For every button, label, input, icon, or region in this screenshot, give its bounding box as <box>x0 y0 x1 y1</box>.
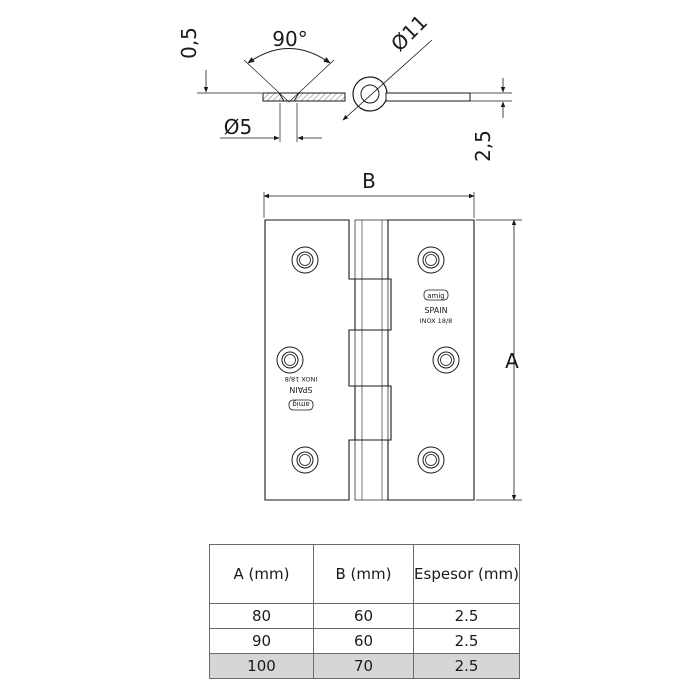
angle-leg-left <box>243 59 290 103</box>
cell-thickness: 2.5 <box>413 628 520 654</box>
hinge-technical-drawing: 0,5 90° Ø11 Ø5 2,5 B A <box>177 10 522 501</box>
plate-thickness-label: 2,5 <box>471 130 495 162</box>
width-label: B <box>362 169 376 193</box>
table-row: 80 60 2.5 <box>209 603 520 629</box>
front-view: B A <box>263 169 522 501</box>
knuckle-barrel <box>354 219 389 501</box>
screw-hole-right-middle <box>432 346 460 374</box>
angle-label: 90° <box>272 27 307 51</box>
header-b: B (mm) <box>313 544 414 604</box>
pin-diameter-label: Ø11 <box>386 10 432 56</box>
left-plate-section <box>262 92 346 102</box>
table-row: 90 60 2.5 <box>209 628 520 654</box>
screw-hole-right-bottom <box>417 446 445 474</box>
stamp-material: INOX 18/8 <box>420 317 453 325</box>
screw-hole-left-middle <box>276 346 304 374</box>
stamp-logo-badge <box>423 289 449 301</box>
height-label: A <box>505 349 519 373</box>
stamp-logo: amig <box>292 400 310 408</box>
thickness-label: 0,5 <box>177 27 201 59</box>
right-plate-section <box>385 92 471 102</box>
cell-a: 90 <box>209 628 314 654</box>
manufacturer-stamp-right: amig SPAIN INOX 18/8 <box>420 289 453 325</box>
left-leaf <box>264 219 356 501</box>
spec-table-header-row: A (mm) B (mm) Espesor (mm) <box>209 544 520 604</box>
manufacturer-stamp-left: amig SPAIN INOX 18/8 <box>285 375 318 411</box>
cell-b: 70 <box>313 653 414 679</box>
stamp-logo: amig <box>427 292 445 300</box>
countersink-hole <box>278 92 300 102</box>
cell-a: 100 <box>209 653 314 679</box>
stamp-origin: SPAIN <box>289 385 312 394</box>
angle-arc <box>247 48 331 64</box>
screw-hole-left-bottom <box>291 446 319 474</box>
stamp-origin: SPAIN <box>424 306 447 315</box>
knuckle-segments <box>354 278 392 441</box>
header-a: A (mm) <box>209 544 314 604</box>
spec-table: A (mm) B (mm) Espesor (mm) 80 60 2.5 90 … <box>209 544 520 679</box>
stamp-material: INOX 18/8 <box>285 375 318 383</box>
table-row: 100 70 2.5 <box>209 653 520 679</box>
pin-hole <box>360 84 380 104</box>
pin-diameter-leader <box>342 39 433 121</box>
angle-leg-right <box>288 59 335 103</box>
screw-hole-right-top <box>417 246 445 274</box>
cell-b: 60 <box>313 628 414 654</box>
cell-a: 80 <box>209 603 314 629</box>
hole-diameter-label: Ø5 <box>224 115 252 139</box>
stamp-logo-badge <box>288 399 314 411</box>
cell-thickness: 2.5 <box>413 653 520 679</box>
header-thickness: Espesor (mm) <box>413 544 520 604</box>
cell-thickness: 2.5 <box>413 603 520 629</box>
cell-b: 60 <box>313 603 414 629</box>
top-section-view: 0,5 90° Ø11 Ø5 2,5 <box>177 10 512 162</box>
screw-hole-left-top <box>291 246 319 274</box>
